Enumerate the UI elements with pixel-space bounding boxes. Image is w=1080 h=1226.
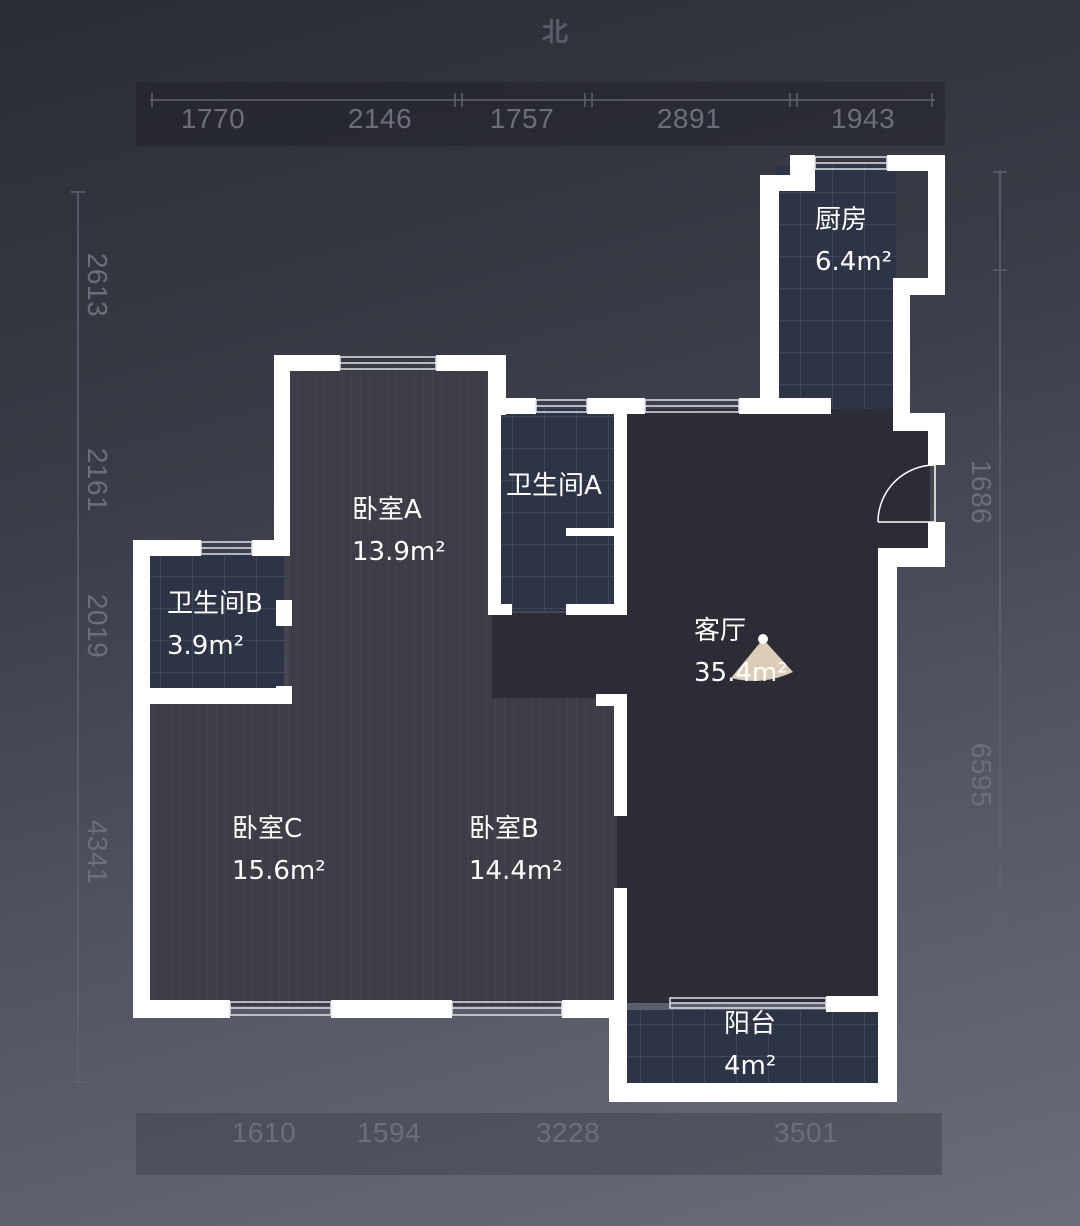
bath-a-name: 卫生间A [506,471,602,501]
top-dimension-2: 2146 [347,103,413,134]
camera-viewpoint-icon [731,634,793,681]
bedroom-b-name: 卧室B [469,814,539,844]
room-label-bath-a: 卫生间A [506,466,602,508]
bath-b-name: 卫生间B [167,589,263,619]
top-dimension-1: 1770 [180,103,246,134]
top-dimension-bar [136,82,945,146]
walls [133,155,945,1102]
corridor-floor [492,613,622,698]
bedroom-c-name: 卧室C [232,814,303,844]
bottom-dimension-3: 3228 [535,1117,601,1148]
kitchen-area: 6.4m² [815,246,893,277]
bottom-dimension-4: 3501 [773,1117,839,1148]
kitchen-floor [776,166,896,409]
room-label-kitchen: 厨房 6.4m² [815,200,892,283]
bedroom-c-area: 15.6m² [232,855,326,886]
top-dimension-5: 1943 [830,103,896,134]
top-dimension-4: 2891 [656,103,722,134]
balcony-name: 阳台 [724,1009,777,1039]
balcony-floor [625,1010,879,1085]
door-swing [877,464,936,523]
room-label-bedroom-b: 卧室B 14.4m² [469,809,563,892]
bottom-dimension-1: 1610 [231,1117,297,1148]
bedroom-b-floor [290,695,617,1006]
bedroom-a-name: 卧室A [352,495,422,525]
bedroom-a-area: 13.9m² [352,536,446,567]
bath-b-floor [150,553,284,695]
bedroom-b-area: 14.4m² [469,855,563,886]
room-label-bedroom-c: 卧室C 15.6m² [232,809,326,892]
living-room-area: 35.4m² [694,657,788,688]
windows [200,156,888,1016]
kitchen-name: 厨房 [815,205,868,235]
room-label-bath-b: 卫生间B 3.9m² [167,584,263,667]
top-dimension-3: 1757 [489,103,555,134]
living-room-floor [617,409,930,1003]
bath-a-floor [497,409,617,611]
dimension-ticks [71,93,1007,1085]
bedroom-c-floor [150,700,290,1006]
north-indicator: 北 [541,18,568,48]
room-label-balcony: 阳台 4m² [724,1004,776,1087]
room-label-living-room: 客厅 35.4m² [694,611,788,694]
bedroom-a-floor [288,370,492,700]
room-label-bedroom-a: 卧室A 13.9m² [352,490,446,573]
bottom-dimension-2: 1594 [356,1117,422,1148]
floor-areas [150,166,930,1085]
bath-b-area: 3.9m² [167,630,245,661]
living-room-name: 客厅 [694,616,747,646]
balcony-area: 4m² [724,1050,777,1081]
bottom-dimension-bar [136,1113,942,1175]
